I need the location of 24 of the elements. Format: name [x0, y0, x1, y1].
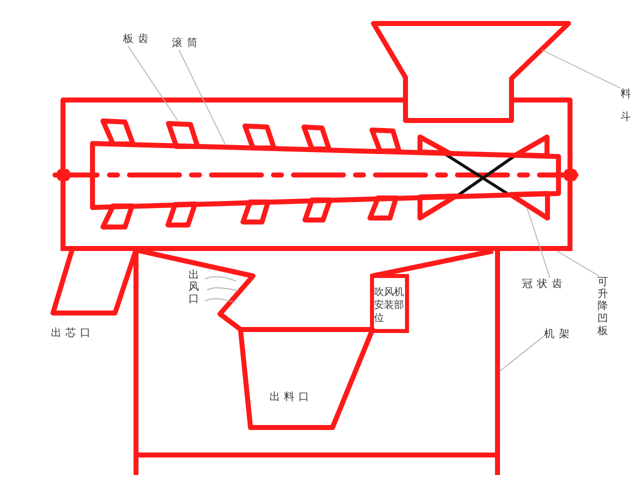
- leader-line: [500, 336, 544, 372]
- part-label: 滚筒: [172, 37, 202, 50]
- area-label: 出料口: [270, 390, 313, 404]
- leader-line: [128, 46, 178, 122]
- part-label: 可升降凹板: [597, 276, 608, 338]
- hopper: [370, 20, 570, 122]
- part-label: 板齿: [123, 33, 153, 46]
- part-label: 料斗: [620, 83, 632, 129]
- leader-line: [542, 50, 620, 88]
- leader-line: [526, 208, 550, 278]
- blower-box: [370, 274, 409, 333]
- leader-line: [178, 50, 226, 144]
- area-label: 吹风机安装部位: [374, 286, 405, 325]
- tooth: [166, 120, 200, 148]
- part-label: 出芯口: [51, 327, 94, 340]
- part-label: 机架: [544, 328, 574, 341]
- discharge-chute: [238, 326, 374, 430]
- crown-tooth: [508, 190, 550, 220]
- part-label: 冠状齿: [522, 278, 567, 291]
- frame-leg: [494, 250, 500, 475]
- part-label: 出风口: [188, 269, 200, 305]
- drum: [90, 140, 560, 210]
- leader-line: [556, 250, 600, 276]
- concave-plate: [58, 246, 575, 250]
